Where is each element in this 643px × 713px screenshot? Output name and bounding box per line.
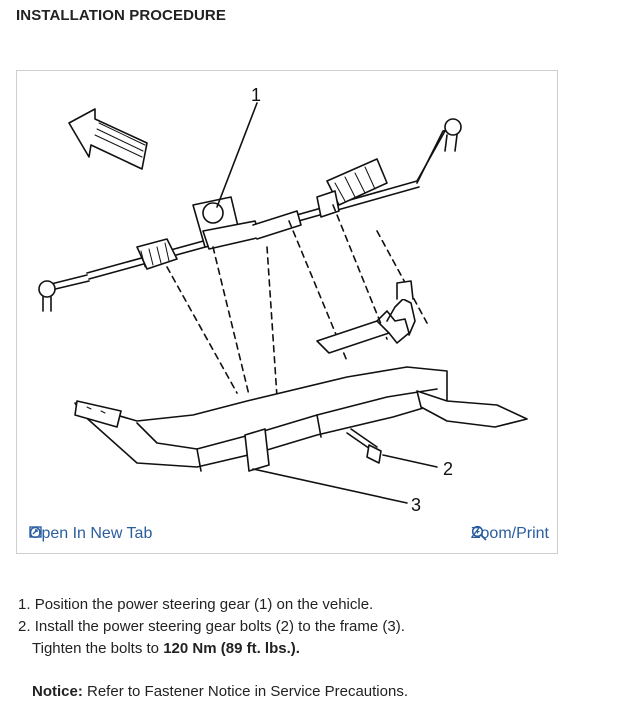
notice-text: Refer to Fastener Notice in Service Prec… (82, 683, 408, 700)
torque-spec: Tighten the bolts to 120 Nm (89 ft. lbs.… (18, 638, 618, 660)
notice: Notice: Refer to Fastener Notice in Serv… (32, 683, 408, 700)
procedure-steps: 1. Position the power steering gear (1) … (18, 594, 618, 660)
open-in-new-tab-icon (29, 526, 42, 538)
callout-3: 3 (411, 495, 421, 515)
step-number: 2. (18, 618, 31, 635)
zoom-print-label: Zoom/Print (470, 525, 549, 542)
direction-arrow-icon (68, 108, 148, 170)
step-number: 1. (18, 596, 31, 613)
section-title: INSTALLATION PROCEDURE (16, 7, 226, 24)
magnifier-icon (471, 525, 487, 541)
step-1: 1. Position the power steering gear (1) … (18, 594, 618, 616)
zoom-print-link[interactable]: Zoom/Print (471, 525, 549, 543)
figure-toolbar: Open In New Tab Zoom/Print (17, 517, 557, 553)
open-in-new-tab-link[interactable]: Open In New Tab (29, 525, 152, 543)
notice-label: Notice: (32, 683, 83, 700)
torque-value: 120 Nm (89 ft. lbs.). (163, 640, 300, 657)
step-2: 2. Install the power steering gear bolts… (18, 616, 618, 638)
torque-prefix: Tighten the bolts to (32, 640, 164, 657)
open-in-new-tab-label: Open In New Tab (29, 525, 153, 542)
diagram-figure: 1 2 3 Open In New Tab Zoom/Print (16, 70, 558, 554)
step-text: Position the power steering gear (1) on … (34, 596, 374, 613)
step-text: Install the power steering gear bolts (2… (34, 618, 405, 635)
callout-1: 1 (251, 85, 261, 105)
steering-gear-illustration: 1 2 3 (38, 85, 528, 515)
callout-2: 2 (443, 459, 453, 479)
